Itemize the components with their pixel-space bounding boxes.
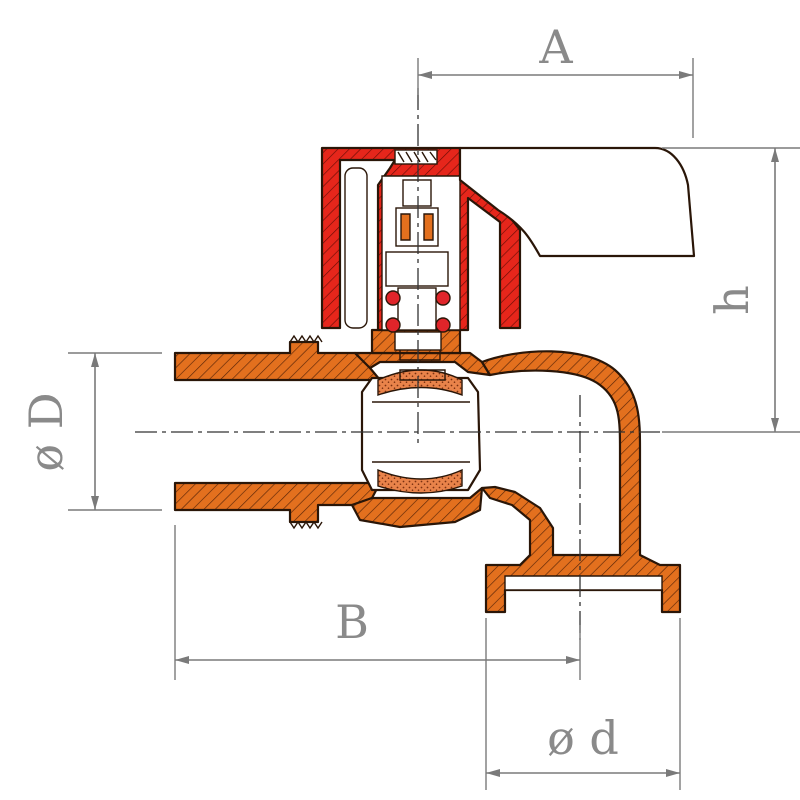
o-ring-seals [385,290,451,333]
center-lines [135,88,660,640]
dimension-diameter-d-upper-label: ø D [19,392,73,471]
dimension-b-label: B [335,595,369,649]
dimension-diameter-d-lower-label: ø d [547,711,619,765]
dimension-h: h [662,147,800,433]
dimension-a-label: A [538,20,573,74]
dimension-diameter-d-upper: ø D [19,352,162,511]
dimension-a: A [417,20,694,138]
lever-handle [458,146,696,258]
valve-ball [360,369,482,494]
valve-body [173,328,682,614]
dimension-b: B [174,525,581,680]
dimension-diameter-d-lower: ø d [485,618,681,790]
dimension-h-label: h [705,285,759,315]
